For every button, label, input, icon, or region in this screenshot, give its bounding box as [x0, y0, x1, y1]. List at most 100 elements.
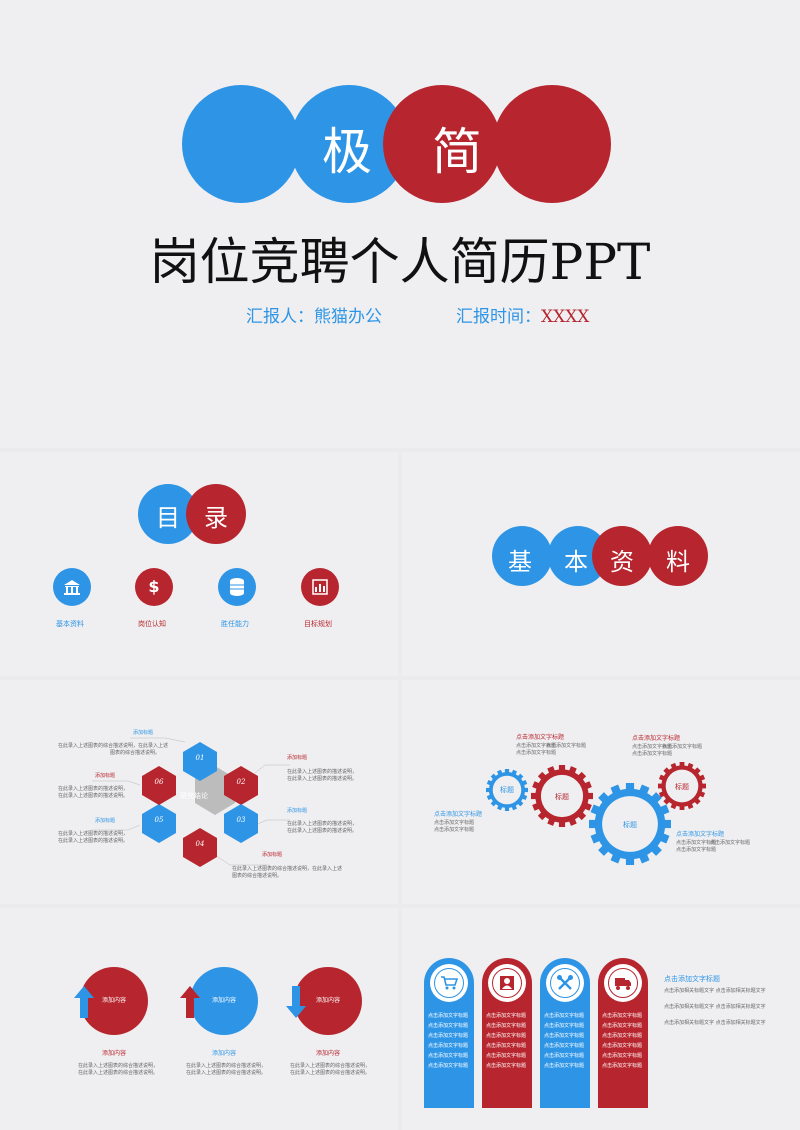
toc-label-1: 基本资料	[56, 620, 84, 628]
hex-item-2-title: 添加标题	[287, 755, 308, 761]
toc-item-1[interactable]	[53, 568, 91, 606]
content-3-desc1: 在此录入上述图表的综合描述说明，	[290, 1063, 371, 1069]
card-2-line-1: 点击添加文字标题	[486, 1013, 527, 1019]
hex-04[interactable]	[183, 828, 217, 867]
card-2-line-5: 点击添加文字标题	[486, 1053, 527, 1059]
gear-note-4-line3: 点击添加文字标题	[676, 847, 717, 853]
card-3-line-3: 点击添加文字标题	[544, 1033, 585, 1039]
coins-icon	[230, 578, 244, 596]
gear-note-4-line2: 点击添加文字标题	[710, 840, 751, 846]
card-4-line-3: 点击添加文字标题	[602, 1033, 643, 1039]
hex-item-4-desc2: 在此录入上述图表的描述说明。	[287, 828, 358, 834]
gear-blue-large	[589, 783, 671, 865]
gear-blue-small	[486, 769, 528, 811]
hex-01[interactable]	[183, 742, 217, 781]
toc-label-4: 目标规划	[304, 620, 332, 628]
section-char-2: 本	[564, 548, 588, 576]
content-3-title: 添加内容	[315, 1050, 340, 1057]
hex-item-3-desc2: 在此录入上述图表的描述说明。	[58, 793, 129, 799]
card-1-icon-disc	[434, 968, 464, 998]
bank-icon	[64, 580, 80, 595]
hex-03-label: 03	[236, 816, 246, 824]
gear-note-3-line2: 点击添加文字标题	[434, 827, 475, 833]
card-3-icon-disc	[550, 968, 580, 998]
gear-note-3-line1: 点击添加文字标题	[434, 820, 475, 826]
hex-slide: 研究结论 01 02 03 04 05 06 添加标题 在此录入上述图表的综合描…	[0, 680, 398, 904]
cart-icon	[441, 976, 458, 990]
gear-note-2-heading: 点击添加文字标题	[632, 735, 681, 742]
cover-slide: 极 简 岗位竞聘个人简历PPT 汇报人：熊猫办公 汇报时间：XXXX	[0, 0, 800, 448]
toc-item-4[interactable]	[301, 568, 339, 606]
cards-side-heading: 点击添加文字标题	[664, 975, 720, 983]
cards-side-line-1: 点击添加相关标题文字 点击添加相关标题文字	[664, 988, 766, 994]
hex-diagram	[92, 737, 290, 867]
card-1-line-6: 点击添加文字标题	[428, 1063, 469, 1069]
arrow-down-icon	[286, 986, 306, 1018]
card-3-line-4: 点击添加文字标题	[544, 1043, 585, 1049]
card-3-line-2: 点击添加文字标题	[544, 1023, 585, 1029]
section-char-4: 料	[666, 548, 690, 576]
content-circle-2-label: 添加内容	[211, 997, 236, 1004]
card-2-line-2: 点击添加文字标题	[486, 1023, 527, 1029]
hex-item-1-desc2: 图表的综合描述说明。	[110, 750, 161, 756]
toc-label-3: 胜任能力	[221, 620, 249, 628]
hex-02-label: 02	[236, 778, 246, 786]
hex-item-3-desc1: 在此录入上述图表的描述说明，	[58, 786, 129, 792]
card-2-line-6: 点击添加文字标题	[486, 1063, 527, 1069]
card-3-line-6: 点击添加文字标题	[544, 1063, 585, 1069]
content-2-title: 添加内容	[211, 1050, 236, 1057]
cover-time: 汇报时间：XXXX	[456, 302, 589, 327]
tools-icon	[557, 975, 573, 990]
card-1-line-3: 点击添加文字标题	[428, 1033, 469, 1039]
cover-circle-4	[493, 85, 611, 203]
card-4-line-1: 点击添加文字标题	[602, 1013, 643, 1019]
gear-note-1-line3: 点击添加文字标题	[516, 750, 557, 756]
gear-note-1-line1: 点击添加文字标题	[516, 743, 557, 749]
hex-center-label: 研究结论	[180, 792, 208, 800]
card-4-line-6: 点击添加文字标题	[602, 1063, 643, 1069]
cover-char-2: 简	[432, 123, 482, 181]
toc-label-2: 岗位认知	[138, 620, 166, 628]
gear-red-medium	[531, 765, 593, 827]
content-circle-1[interactable]	[80, 967, 148, 1035]
hex-03[interactable]	[224, 804, 258, 843]
gear-note-2-line2: 点击添加文字标题	[662, 744, 703, 750]
hex-02[interactable]	[224, 766, 258, 805]
section-slide: 基 本 资 料	[402, 452, 800, 676]
hex-item-1-desc1: 在此录入上述图表的综合描述说明，在此录入上述	[58, 743, 169, 749]
card-3-line-1: 点击添加文字标题	[544, 1013, 585, 1019]
content-circle-3[interactable]	[294, 967, 362, 1035]
gears-diagram	[486, 762, 706, 865]
card-2-line-4: 点击添加文字标题	[486, 1043, 527, 1049]
gear-1-label: 标题	[500, 786, 514, 794]
toc-item-3[interactable]	[218, 568, 256, 606]
section-char-3: 资	[610, 548, 634, 576]
cover-title: 岗位竞聘个人简历PPT	[149, 233, 651, 291]
hex-06[interactable]	[142, 766, 176, 805]
content-circle-1-label: 添加内容	[101, 997, 126, 1004]
cover-char-1: 极	[322, 123, 372, 181]
toc-item-2[interactable]: $	[135, 568, 173, 606]
cover-time-label: 汇报时间：	[456, 307, 541, 327]
gear-note-2-line3: 点击添加文字标题	[632, 751, 673, 757]
hex-item-5-desc2: 在此录入上述图表的描述说明。	[58, 838, 129, 844]
gear-note-4-line1: 点击添加文字标题	[676, 840, 717, 846]
hex-04-label: 04	[195, 840, 205, 848]
card-1-line-1: 点击添加文字标题	[428, 1013, 469, 1019]
content-circle-3-label: 添加内容	[315, 997, 340, 1004]
hex-item-6-desc1: 在此录入上述图表的综合描述说明，在此录入上述	[232, 866, 343, 872]
cover-circle-1	[182, 85, 300, 203]
hex-item-5-title: 添加标题	[95, 818, 116, 824]
hex-item-6-title: 添加标题	[262, 852, 283, 858]
card-2-icon-disc	[492, 968, 522, 998]
hex-05[interactable]	[142, 804, 176, 843]
card-4-line-5: 点击添加文字标题	[602, 1053, 643, 1059]
content-circle-2[interactable]	[190, 967, 258, 1035]
gears-slide: 标题 标题 标题 标题 点击添加文字标题 点击添加文字标题 点击添加文字标题 点…	[402, 680, 800, 904]
gear-note-4-heading: 点击添加文字标题	[676, 831, 725, 838]
toc-char-1: 目	[156, 504, 180, 532]
card-3-line-5: 点击添加文字标题	[544, 1053, 585, 1059]
toc-slide: 目 录 $ 基本资料 岗位认知 胜任能力 目标规划	[0, 452, 398, 676]
gear-note-2-line1: 点击添加文字标题	[632, 744, 673, 750]
dollar-icon: $	[148, 577, 160, 596]
